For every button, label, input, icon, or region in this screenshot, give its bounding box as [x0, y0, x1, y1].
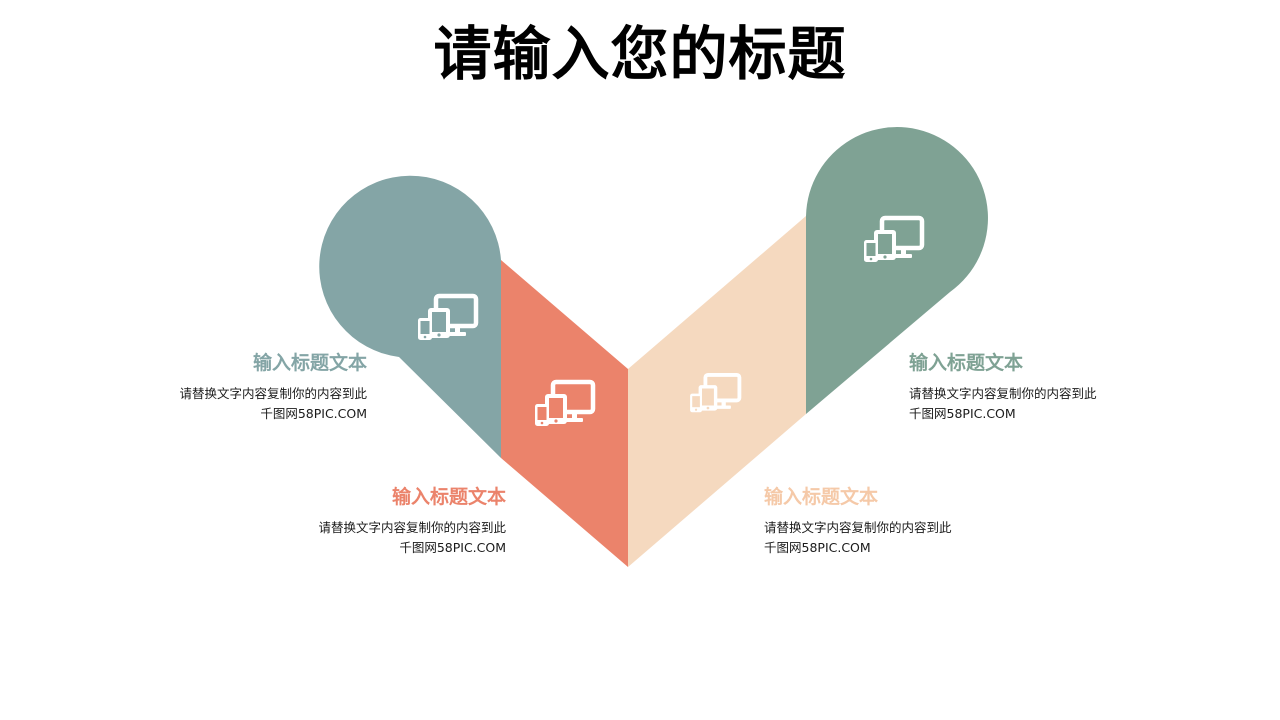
label-item-1: 输入标题文本 请替换文字内容复制你的内容到此 千图网58PIC.COM [107, 350, 367, 424]
item-3-body-line2: 千图网58PIC.COM [764, 540, 871, 555]
item-2-body-line1: 请替换文字内容复制你的内容到此 [318, 520, 506, 535]
devices-icon [864, 215, 925, 262]
item-1-body-line1: 请替换文字内容复制你的内容到此 [179, 386, 367, 401]
item-2-heading: 输入标题文本 [391, 486, 506, 508]
label-item-3: 输入标题文本 请替换文字内容复制你的内容到此 千图网58PIC.COM [764, 484, 1024, 558]
devices-icon [418, 293, 479, 340]
label-item-2: 输入标题文本 请替换文字内容复制你的内容到此 千图网58PIC.COM [246, 484, 506, 558]
item-1-heading: 输入标题文本 [252, 352, 367, 374]
devices-icon [535, 379, 596, 426]
segment-4-shape [806, 127, 988, 415]
item-4-heading: 输入标题文本 [909, 352, 1024, 374]
item-1-body-line2: 千图网58PIC.COM [260, 406, 367, 421]
item-4-body-line2: 千图网58PIC.COM [909, 406, 1016, 421]
item-2-body-line2: 千图网58PIC.COM [399, 540, 506, 555]
label-item-4: 输入标题文本 请替换文字内容复制你的内容到此 千图网58PIC.COM [909, 350, 1169, 424]
item-4-body-line1: 请替换文字内容复制你的内容到此 [909, 386, 1097, 401]
segment-1-shape [319, 175, 501, 458]
item-3-body-line1: 请替换文字内容复制你的内容到此 [764, 520, 952, 535]
item-3-heading: 输入标题文本 [764, 486, 879, 508]
page-title: 请输入您的标题 [433, 20, 847, 88]
devices-icon [690, 372, 742, 413]
